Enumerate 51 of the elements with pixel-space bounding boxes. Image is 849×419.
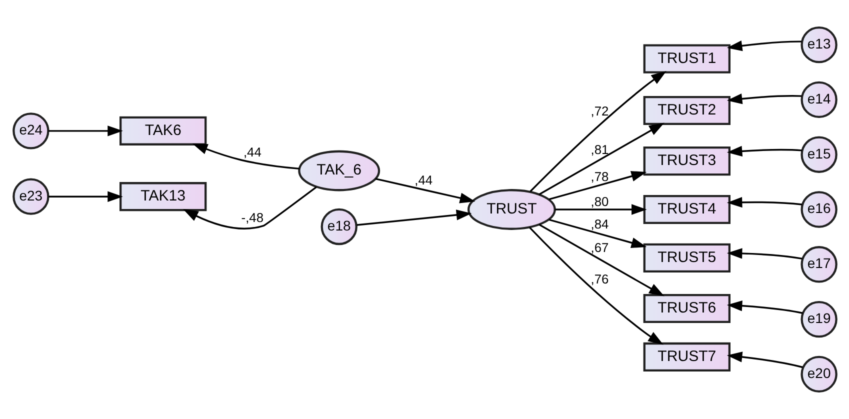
node-ellipse: TRUST [466, 189, 556, 230]
node-circle: e13 [800, 26, 837, 64]
node-circle: e19 [800, 300, 837, 338]
arrow [538, 224, 664, 296]
arrow [726, 248, 802, 260]
node-circle: e14 [800, 81, 837, 118]
edge-label: ,67 [590, 240, 608, 256]
node-circle: e16 [800, 191, 837, 228]
node-circle: e23 [12, 178, 49, 215]
arrow [548, 218, 646, 248]
edge-label: ,78 [590, 169, 608, 184]
node-box: TRUST5 [642, 243, 730, 272]
arrow [374, 178, 475, 204]
arrow [548, 171, 646, 200]
edge-label: ,44 [242, 144, 261, 160]
edge-label: ,72 [590, 103, 608, 118]
arrow [48, 191, 122, 202]
node-circle: e15 [800, 136, 837, 173]
arrow [726, 352, 802, 368]
node-box: TAK13 [118, 182, 206, 212]
arrow [528, 226, 663, 345]
edge-label: ,80 [590, 194, 608, 209]
edge-label: ,84 [590, 216, 608, 232]
node-circle: e24 [12, 112, 49, 150]
arrow [726, 196, 802, 208]
arrow [726, 146, 802, 157]
node-ellipse: TAK_6 [298, 150, 380, 192]
arrow [356, 210, 472, 226]
arrow [554, 204, 646, 215]
node-circle: e18 [320, 208, 357, 246]
arrow [48, 126, 122, 136]
arrow [192, 144, 300, 170]
arrow [182, 186, 316, 230]
arrow [726, 40, 802, 52]
node-circle: e20 [800, 356, 837, 393]
arrow [726, 300, 802, 314]
edge-label: ,76 [590, 271, 608, 286]
node-box: TRUST4 [642, 194, 730, 224]
arrow [529, 70, 666, 192]
node-box: TRUST1 [642, 44, 730, 74]
node-box: TRUST2 [642, 96, 730, 125]
arrow [538, 122, 664, 196]
node-box: TRUST6 [642, 294, 730, 324]
node-box: TAK6 [118, 116, 206, 146]
edge-label: ,44 [414, 172, 432, 188]
arrow [726, 94, 802, 104]
node-box: TRUST3 [642, 146, 730, 176]
node-box: TRUST7 [642, 342, 730, 372]
edge-label: ,81 [590, 142, 608, 158]
edge-label: -,48 [240, 210, 264, 225]
node-circle: e17 [800, 246, 837, 283]
